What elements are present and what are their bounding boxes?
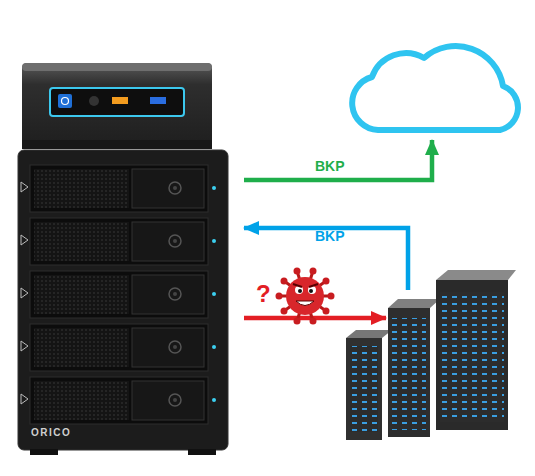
server-towers [346, 270, 516, 440]
nas-enclosure: ORICO [18, 63, 244, 453]
edge-label: BKP [315, 159, 345, 173]
brand-logo: ORICO [31, 428, 71, 438]
virus-symbol [276, 268, 335, 325]
edge-label: BKP [315, 229, 345, 243]
backup-arrow [244, 140, 432, 180]
nas-device [18, 63, 228, 455]
server-rack [386, 290, 516, 440]
cloud-storage [345, 8, 520, 140]
cloud-outline [352, 46, 518, 130]
edge-label: ? [256, 282, 271, 306]
backup-arrow [244, 228, 408, 290]
